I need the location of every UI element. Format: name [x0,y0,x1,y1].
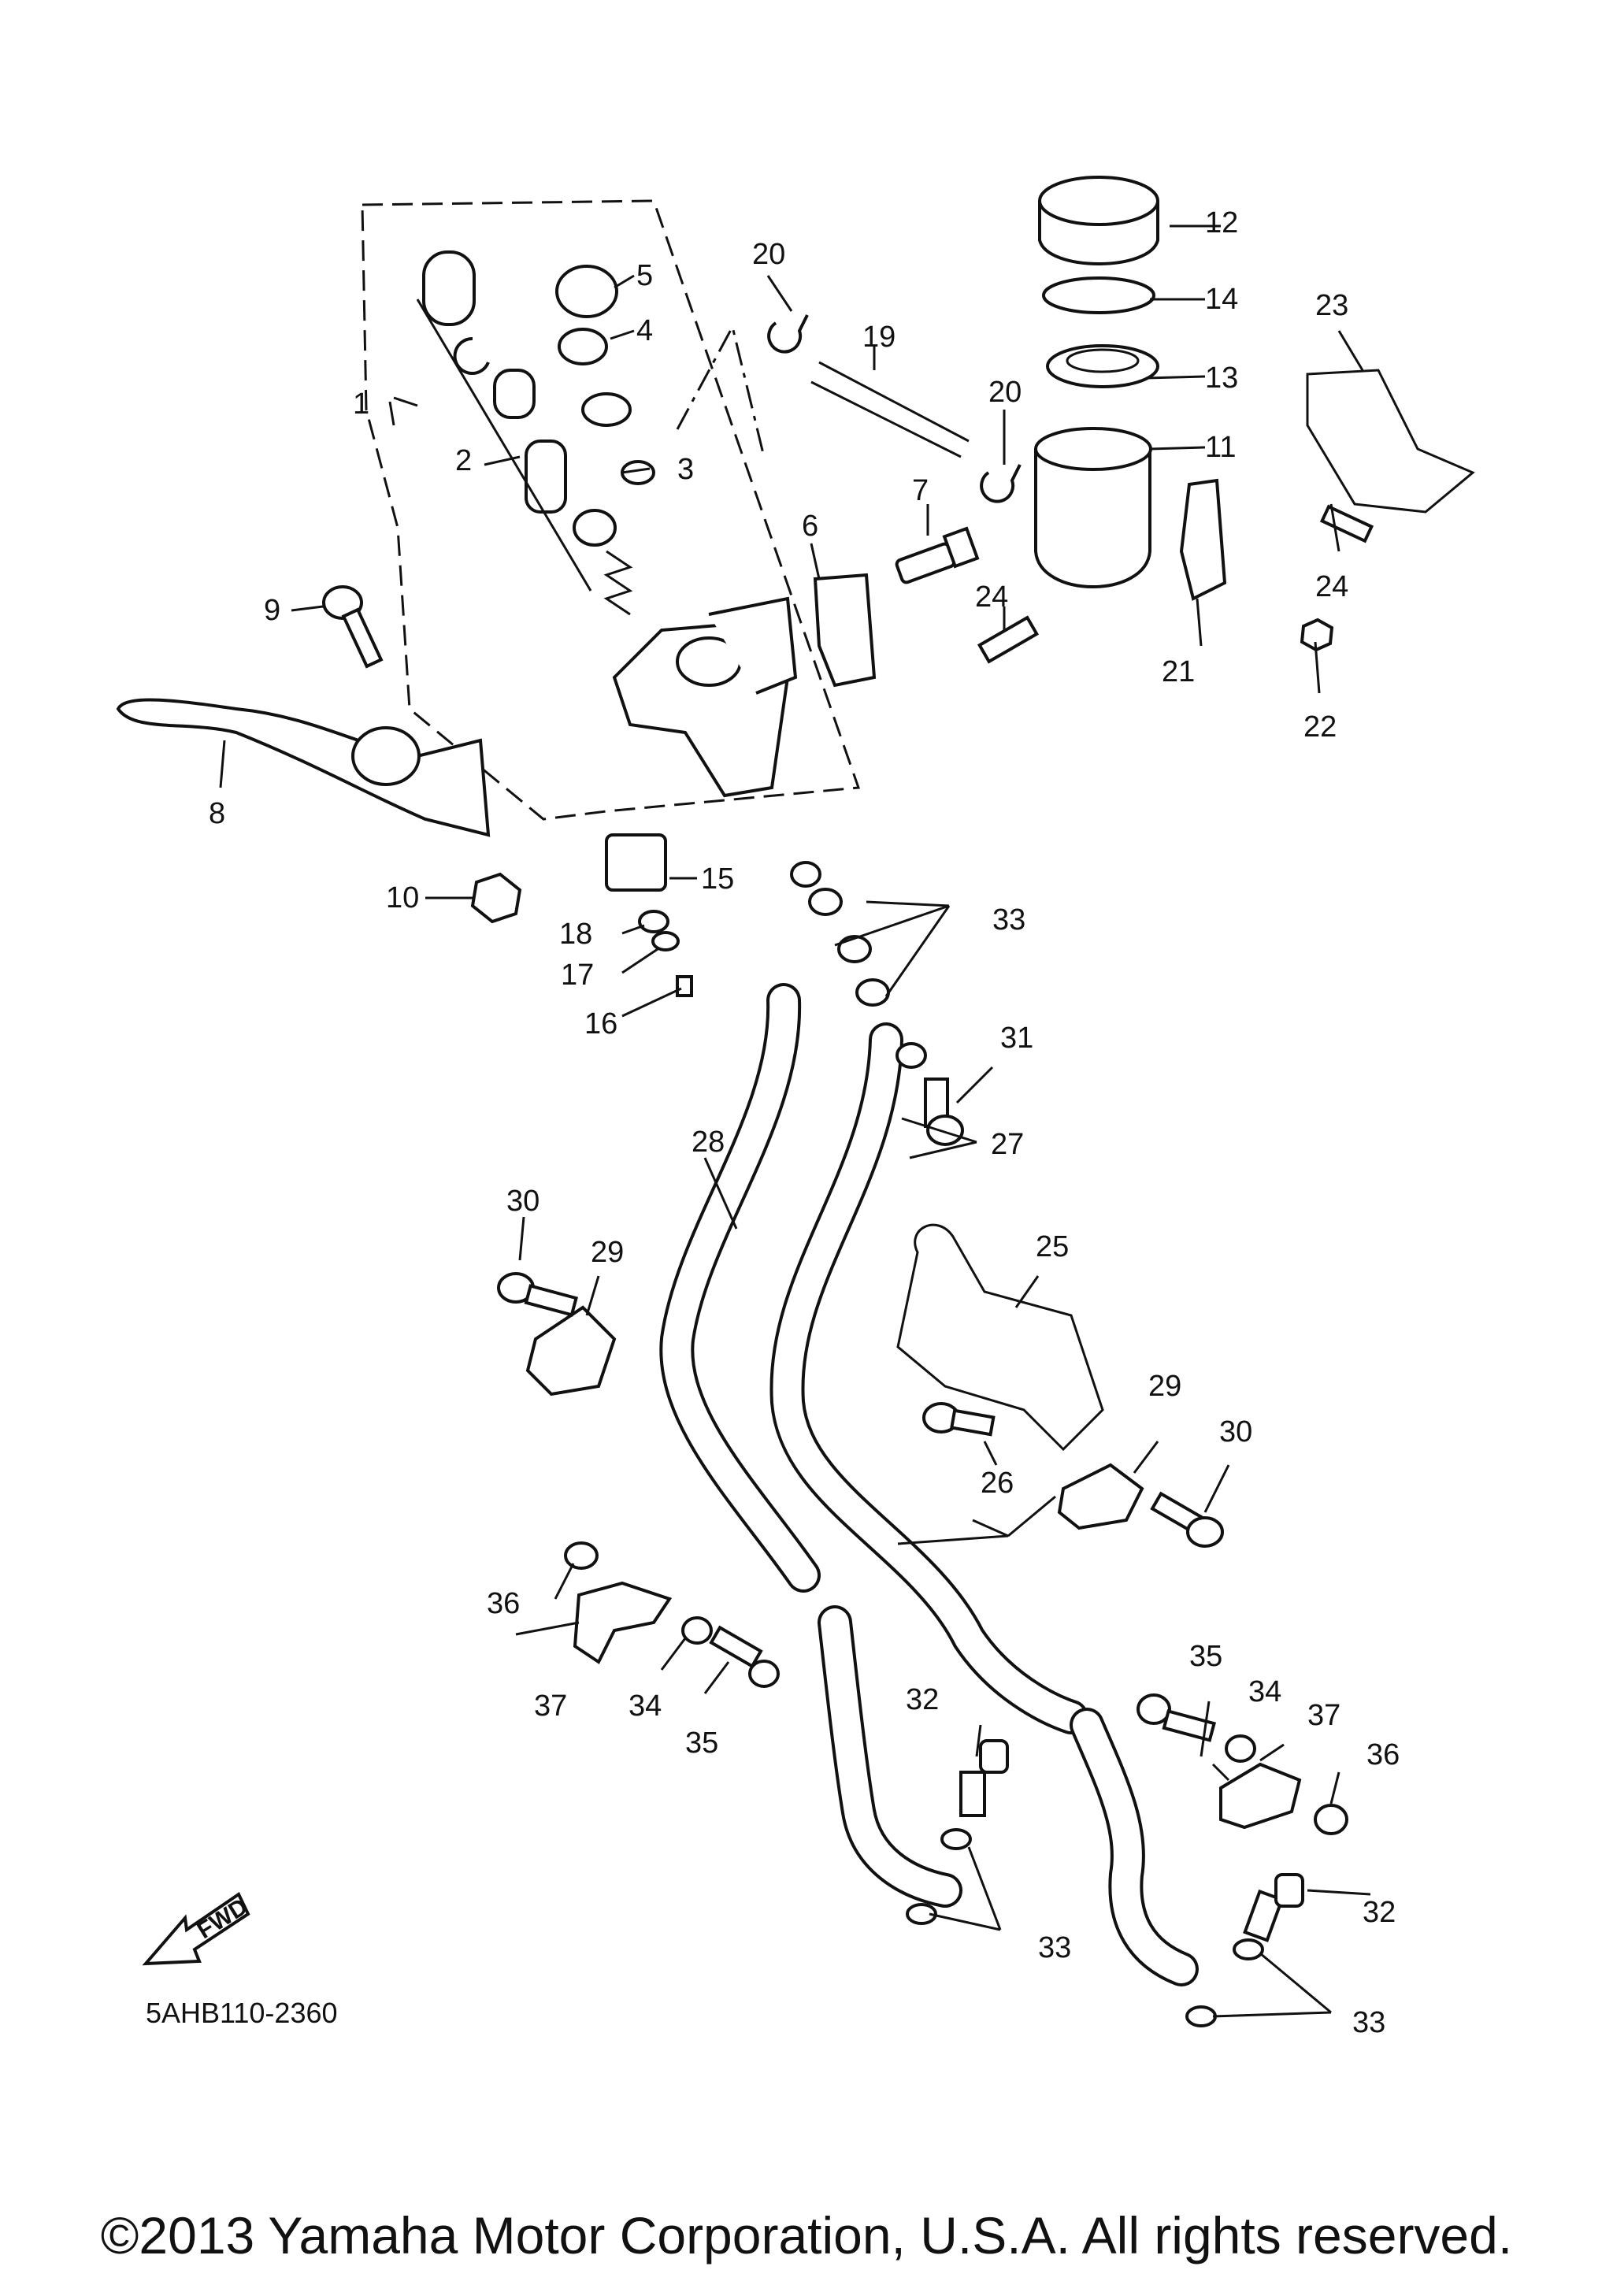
forward-arrow-icon: FWD [142,1892,252,1966]
leader-lines [219,224,1371,2018]
clamp-right [1219,1762,1302,1830]
brake-lever [116,698,491,837]
callout-7: 7 [912,474,929,507]
callout-11: 11 [1205,431,1236,464]
callout-26: 26 [981,1467,1014,1500]
callout-8: 8 [209,797,225,830]
holder [813,573,877,688]
callout-18: 18 [559,918,592,951]
callout-16: 16 [584,1007,617,1040]
guide-bolt-left [497,1272,579,1317]
callout-10: 10 [386,881,419,914]
callout-24a: 24 [1315,570,1348,603]
callout-22: 22 [1303,710,1337,744]
union-bolt-top [924,1078,964,1146]
guide-bolt-right [1150,1491,1224,1548]
callout-23: 23 [1315,289,1348,322]
assembly-outline [361,199,861,821]
reservoir-cap [1038,176,1159,265]
callout-28: 28 [692,1126,725,1159]
reservoir-bolt [977,615,1040,664]
reservoir-hose [810,361,970,458]
collar-left [681,1616,713,1645]
callout-27: 27 [991,1128,1024,1161]
union-bolt-lower-left [959,1739,1009,1817]
diaphragm [1046,344,1159,388]
reservoir-stay [1306,369,1475,514]
callout-20a: 20 [752,238,785,271]
hose-bracket [896,1223,1104,1452]
master-cylinder-body [612,596,798,798]
copper-washers [790,861,1264,2027]
pivot-bolt [322,585,384,669]
screw-small [676,975,693,997]
union-bolt-lower-right [1243,1873,1304,1942]
clamp-bolt-right [1137,1693,1217,1742]
callout-5: 5 [636,259,653,292]
callout-3: 3 [677,453,694,486]
callout-labels: 1 2 3 4 5 6 7 8 9 10 11 12 13 14 15 16 1… [209,206,1400,2039]
callout-35b: 35 [1189,1640,1222,1673]
callout-30a: 30 [506,1185,540,1218]
callout-24b: 24 [975,580,1008,614]
hose-guide-right [1057,1463,1144,1530]
callout-37b: 37 [1307,1699,1340,1732]
stay-bolt [1319,504,1374,543]
callout-35a: 35 [685,1727,718,1760]
diagram-code: 5AHB110-2360 [146,1997,338,2029]
piston-kit [422,250,633,616]
hose-guide-left [525,1305,617,1397]
callout-37a: 37 [534,1690,567,1723]
brake-switch [605,833,667,892]
callout-29b: 29 [1148,1370,1181,1403]
callout-14: 14 [1205,283,1238,316]
hose-clamp-top [767,314,809,354]
reservoir-holder [1179,478,1227,601]
lock-nut [470,872,522,924]
reservoir-tank [1034,427,1152,588]
holder-bolt [895,526,980,584]
callout-34b: 34 [1248,1675,1281,1708]
clamp-left [573,1581,673,1664]
callout-15: 15 [701,862,734,896]
callout-32a: 32 [906,1683,939,1716]
clamp-bolt-left [709,1625,780,1688]
holder-screw [1300,618,1334,652]
boot-and-clip [555,265,655,485]
diaphragm-plate [1042,276,1155,314]
nut-right [1314,1804,1348,1835]
callout-25: 25 [1036,1230,1069,1263]
callout-30b: 30 [1219,1415,1252,1448]
collar-right [1225,1734,1256,1763]
callout-33b: 33 [1038,1931,1071,1964]
callout-13: 13 [1205,362,1238,395]
bracket-bolt [922,1402,996,1437]
callout-21: 21 [1162,655,1195,688]
callout-6: 6 [802,510,818,543]
hose-clamp-right [980,464,1022,503]
callout-20b: 20 [988,376,1022,409]
callout-34a: 34 [629,1690,662,1723]
callout-31: 31 [1000,1022,1033,1055]
spring-washer [638,910,669,933]
callout-17: 17 [561,959,594,992]
callout-2: 2 [455,444,472,477]
callout-36b: 36 [1366,1738,1400,1771]
callout-12: 12 [1205,206,1238,239]
callout-1: 1 [353,388,369,421]
callout-19: 19 [862,321,895,354]
nut-left [564,1541,599,1570]
callout-33a: 33 [992,903,1025,937]
copyright-notice: ©2013 Yamaha Motor Corporation, U.S.A. A… [100,2206,1513,2264]
callout-29a: 29 [591,1236,624,1269]
washer-small [651,931,680,951]
callout-4: 4 [636,314,653,347]
callout-9: 9 [264,594,280,627]
callout-32b: 32 [1363,1896,1396,1929]
callout-33c: 33 [1352,2006,1385,2039]
callout-36a: 36 [487,1587,520,1620]
